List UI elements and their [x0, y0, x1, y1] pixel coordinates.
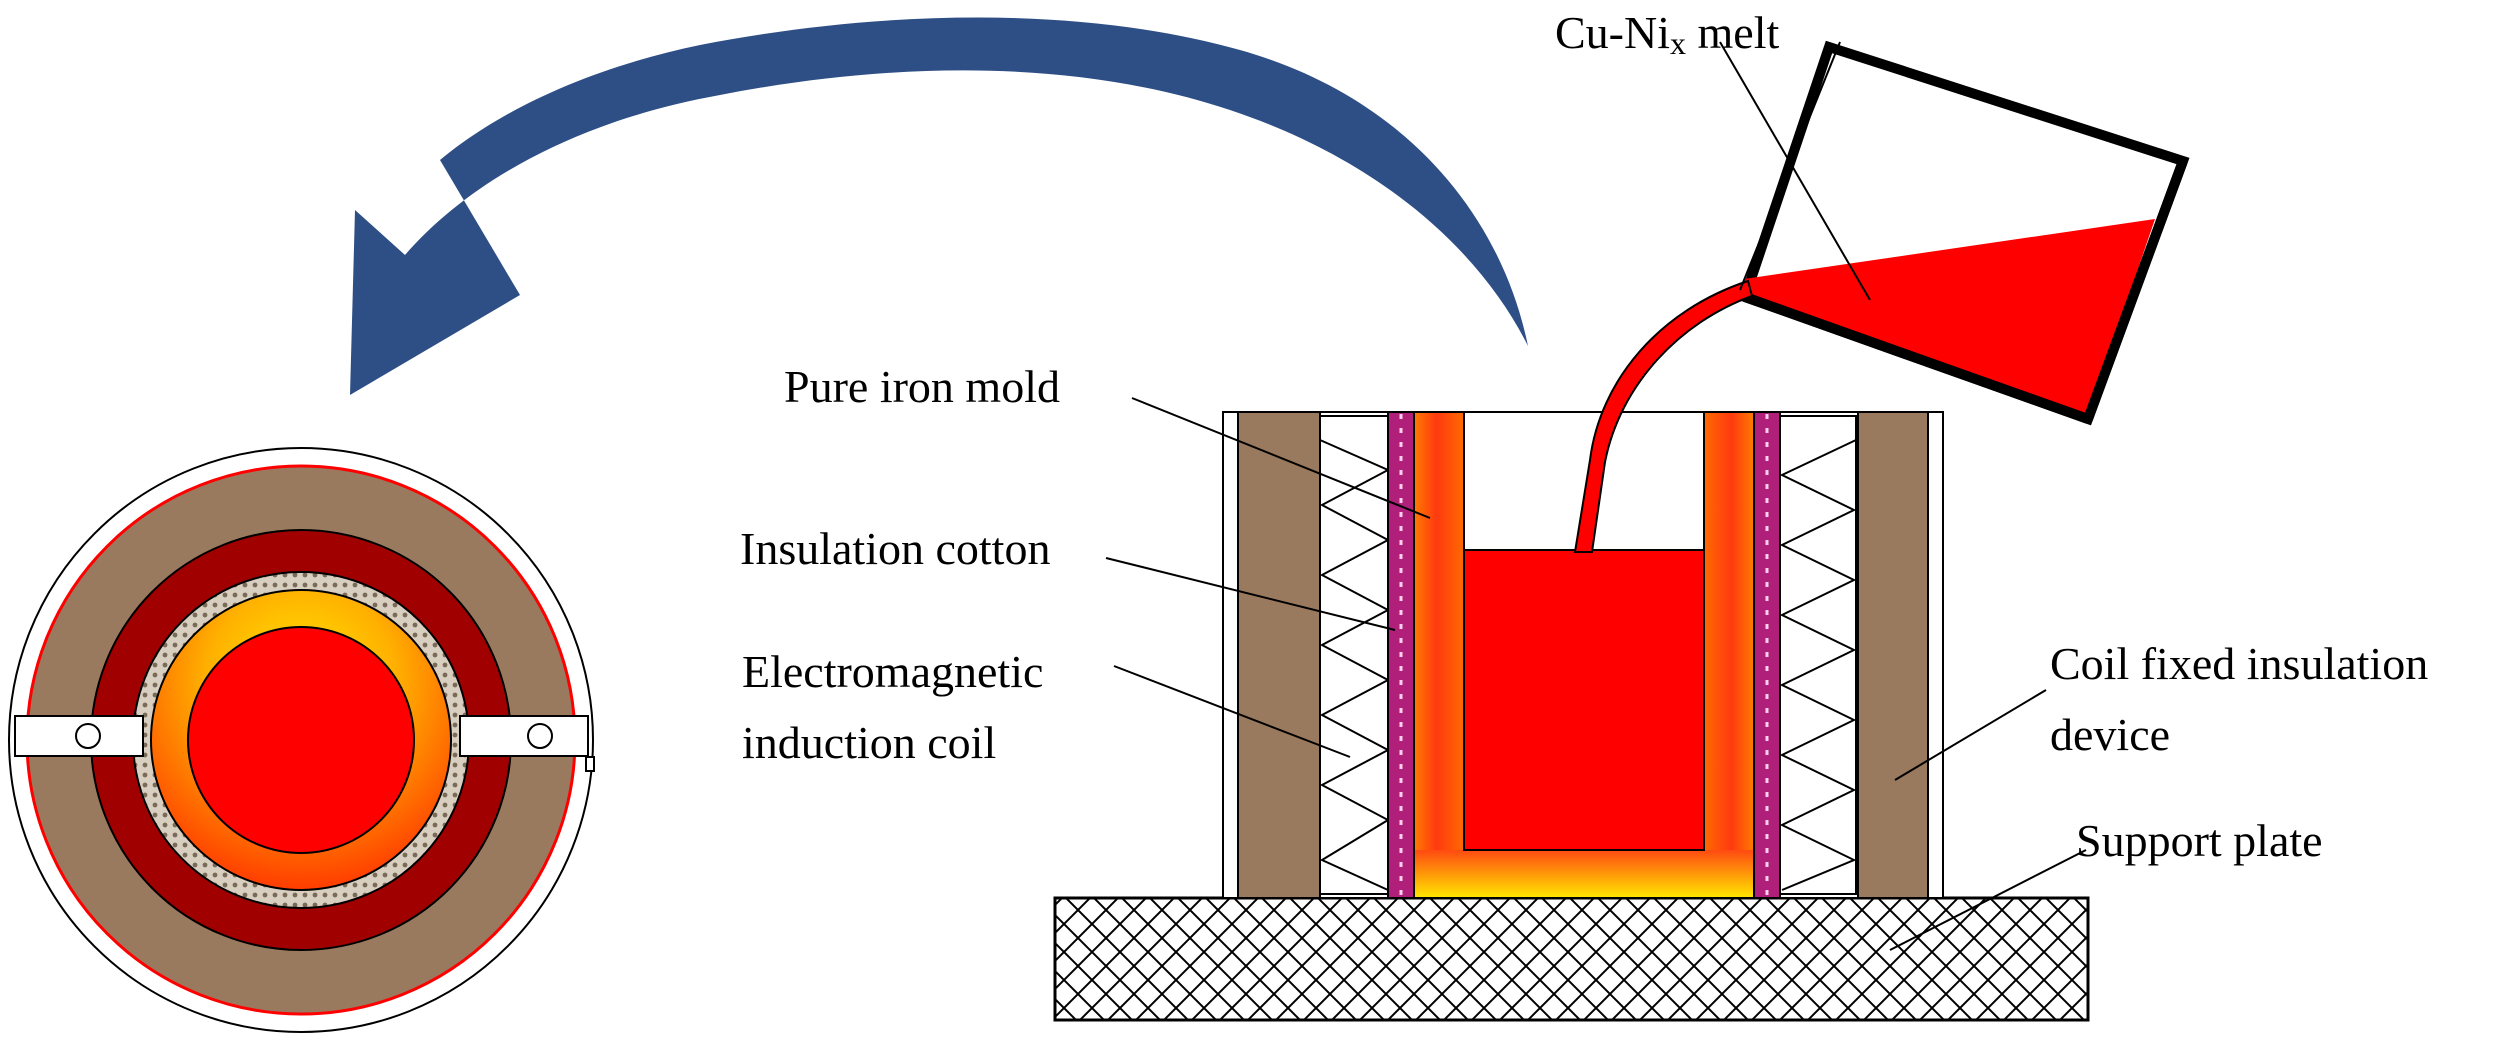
insulation-cotton	[1387, 411, 1781, 899]
induction-coil	[1319, 415, 1857, 895]
ladle-melt	[1744, 219, 2155, 415]
pouring-ladle	[1738, 40, 2190, 426]
right-clamp-bar	[459, 715, 589, 757]
label-coil-fixed-line1: Coil fixed insulation	[2050, 638, 2429, 689]
right-clamp-hole	[527, 723, 553, 749]
support-plate	[1053, 896, 2090, 1022]
label-melt-subscript: x	[1670, 25, 1686, 61]
transfer-arrow	[350, 17, 1528, 395]
left-clamp-hole	[75, 723, 101, 749]
label-induction-coil-line2: induction coil	[742, 717, 997, 769]
label-melt-prefix: Cu-Ni	[1555, 7, 1670, 58]
label-coil-fixed-line2: device	[2050, 709, 2171, 761]
pure-iron-mold	[1413, 411, 1755, 899]
label-induction-coil: Electromagnetic induction coil	[742, 636, 1162, 779]
label-melt: Cu-Nix melt	[1555, 7, 1780, 61]
top-view	[8, 447, 595, 1033]
melt-pool	[1463, 549, 1705, 851]
label-induction-coil-line1: Electromagnetic	[742, 646, 1044, 697]
pouring-stream	[1573, 279, 1754, 553]
label-support-plate: Support plate	[2076, 815, 2323, 866]
label-melt-suffix: melt	[1686, 7, 1780, 58]
leader-lines	[1105, 41, 2087, 951]
label-pure-iron-mold: Pure iron mold	[784, 361, 1060, 412]
label-insulation-cotton: Insulation cotton	[740, 523, 1051, 574]
label-coil-fixed-insulation-device: Coil fixed insulation device	[2050, 628, 2490, 771]
